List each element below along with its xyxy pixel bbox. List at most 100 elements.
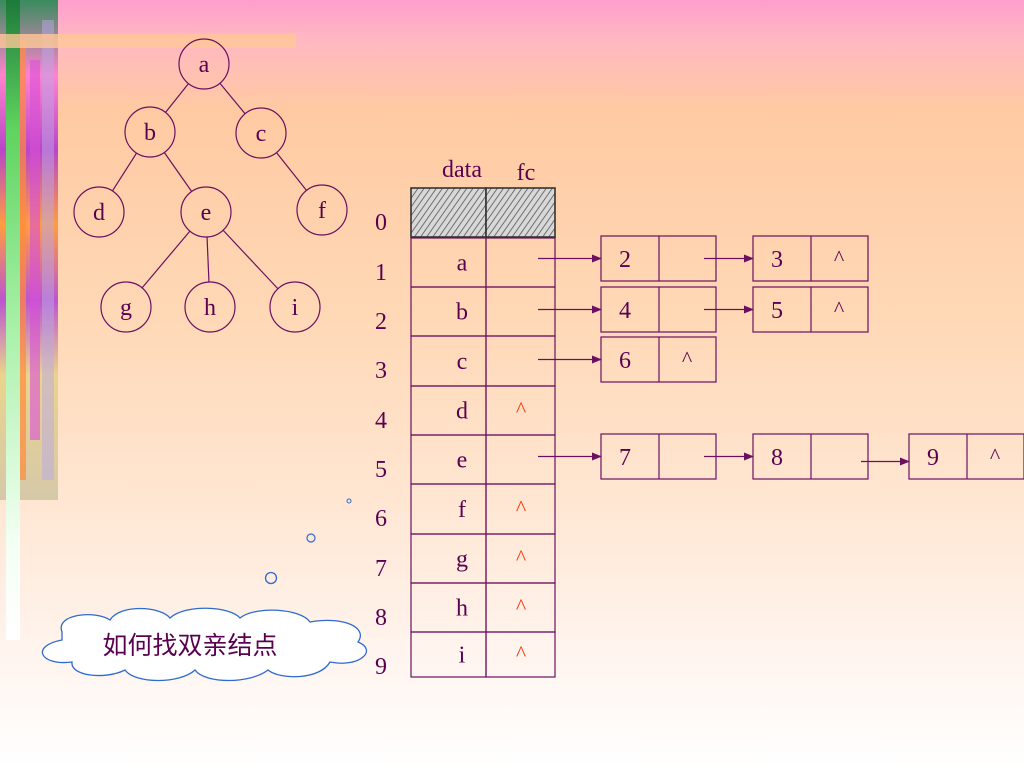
child-index: 2 — [619, 247, 631, 273]
child-node: 3^ — [752, 235, 869, 282]
header-data: data — [442, 157, 482, 183]
row-index: 0 — [375, 210, 387, 236]
tree-edge-a-b — [165, 83, 189, 113]
tree-node-circle — [235, 107, 287, 159]
child-node: 5^ — [752, 286, 869, 333]
tree-node-circle — [269, 281, 321, 333]
child-node: 7 — [600, 433, 754, 480]
child-list-row-3: 6^ — [538, 336, 717, 383]
tree-node-label: d — [93, 200, 105, 226]
header-fc: fc — [517, 160, 536, 186]
tree-node-label: i — [292, 295, 299, 321]
data-cell — [410, 335, 487, 387]
tree-node-g: g — [100, 281, 152, 333]
fc-null-marker: ^ — [516, 397, 527, 422]
tree-node-h: h — [184, 281, 236, 333]
fc-cell — [485, 286, 556, 337]
tree-node-label: b — [144, 120, 156, 146]
tree-node-circle — [180, 186, 232, 238]
fc-null-marker: ^ — [516, 641, 527, 666]
row-index: 5 — [375, 457, 387, 483]
fc-null-marker: ^ — [516, 495, 527, 520]
data-cell-value: a — [457, 251, 468, 277]
child-index: 6 — [619, 348, 631, 374]
fc-cell — [485, 631, 556, 678]
tree-node-circle — [178, 38, 230, 90]
data-cell-value: d — [456, 399, 468, 425]
table-row-7: 7 g ^ — [375, 533, 556, 584]
tree-node-circle — [184, 281, 236, 333]
tree-node-circle — [124, 106, 176, 158]
table-row-6: 6 f ^ — [375, 483, 556, 535]
row-index: 2 — [375, 309, 387, 335]
child-node: 9^ — [908, 433, 1024, 480]
fc-cell — [485, 335, 556, 387]
tree-node-label: h — [204, 295, 216, 321]
table-row-0: 0 — [375, 187, 556, 238]
tree-edge-e-h — [206, 236, 210, 283]
next-null-marker: ^ — [682, 346, 693, 371]
hatched-fc-cell — [485, 187, 556, 238]
callout-cloud: 如何找双亲结点 — [41, 607, 367, 682]
data-cell-value: f — [458, 497, 466, 523]
data-cell — [410, 237, 487, 288]
child-index: 7 — [619, 445, 631, 471]
tree-node-a: a — [178, 38, 230, 90]
fc-cell — [485, 434, 556, 485]
tree-edge-b-d — [111, 152, 138, 192]
data-cell — [410, 483, 487, 535]
table-row-4: 4 d ^ — [375, 385, 556, 436]
row-index: 8 — [375, 605, 387, 631]
thought-bubbles — [264, 498, 352, 585]
tree-node-label: c — [256, 121, 267, 147]
data-cell — [410, 385, 487, 436]
tree-edge-c-f — [276, 152, 307, 191]
child-index: 5 — [771, 298, 783, 324]
child-index: 3 — [771, 247, 783, 273]
row-index: 4 — [375, 408, 387, 434]
child-node: 2 — [600, 235, 754, 282]
child-list-row-1: 2 3^ — [538, 235, 869, 282]
row-index: 7 — [375, 556, 387, 582]
tree-node-label: g — [120, 295, 132, 321]
child-node: 4 — [600, 286, 754, 333]
tree-node-circle — [296, 184, 348, 236]
fc-cell — [485, 237, 556, 288]
tree-node-e: e — [180, 186, 232, 238]
row-index: 6 — [375, 506, 387, 532]
table-row-9: 9 i ^ — [375, 631, 556, 680]
data-cell — [410, 434, 487, 485]
data-cell-value: i — [459, 643, 466, 669]
tree-node-label: f — [318, 198, 326, 224]
row-index: 9 — [375, 654, 387, 680]
decorative-side-strip — [0, 0, 296, 640]
tree-node-d: d — [73, 186, 125, 238]
tree-edge-a-c — [219, 82, 246, 115]
table-row-8: 8 h ^ — [375, 582, 556, 633]
row-index: 1 — [375, 260, 387, 286]
fc-null-marker: ^ — [516, 594, 527, 619]
tree-node-f: f — [296, 184, 348, 236]
data-cell — [410, 533, 487, 584]
tree-node-i: i — [269, 281, 321, 333]
next-null-marker: ^ — [990, 443, 1001, 468]
tree-node-c: c — [235, 107, 287, 159]
child-node: 8 — [752, 433, 910, 480]
tree-node-b: b — [124, 106, 176, 158]
data-cell-value: g — [456, 547, 468, 573]
data-cell-value: h — [456, 596, 468, 622]
tree-edge-b-e — [163, 152, 193, 192]
tree-node-circle — [100, 281, 152, 333]
tree-edge-e-i — [222, 229, 279, 290]
callout-text: 如何找双亲结点 — [102, 631, 277, 660]
data-cell-value: b — [456, 300, 468, 326]
data-cell-value: e — [457, 448, 468, 474]
fc-null-marker: ^ — [516, 545, 527, 570]
